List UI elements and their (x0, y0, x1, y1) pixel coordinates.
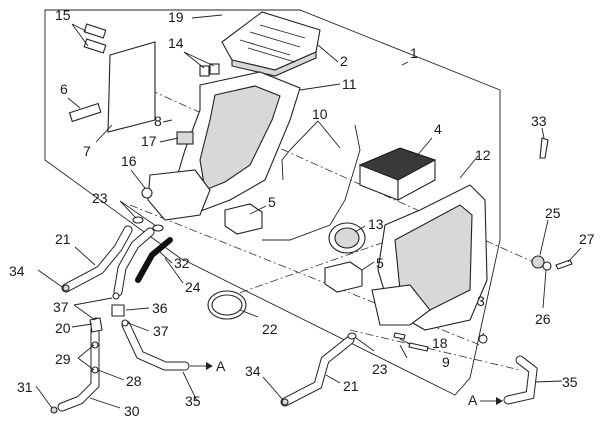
hose-35-left (121, 320, 190, 371)
callout-3: 3 (477, 293, 485, 309)
callout-23: 23 (92, 190, 108, 206)
callout-35: 35 (185, 393, 201, 409)
callout-11: 11 (342, 76, 357, 92)
callout-15: 15 (55, 7, 71, 23)
spring-clip (262, 124, 361, 241)
screw (393, 332, 406, 340)
alignment-line (129, 204, 481, 346)
callout-19: 19 (168, 9, 184, 25)
airbox-housing (147, 71, 301, 221)
bracket-bolt (539, 137, 549, 159)
hose-21-right (280, 335, 355, 407)
callout-1: 1 (410, 45, 418, 61)
callout-37: 37 (153, 323, 169, 339)
hose-32 (135, 237, 173, 283)
callout-34: 34 (245, 363, 261, 379)
callouts: 1 2 3 4 5 5 6 7 8 9 10 11 12 13 14 15 16… (9, 7, 595, 419)
elbow-fitting (89, 317, 103, 333)
callout-23: 23 (372, 361, 388, 377)
callout-6: 6 (60, 81, 68, 97)
callout-27: 27 (579, 231, 595, 247)
callout-5: 5 (268, 194, 276, 210)
callout-24: 24 (185, 279, 201, 295)
callout-12: 12 (475, 147, 491, 163)
bracket (176, 131, 194, 145)
callout-13: 13 (368, 216, 384, 232)
callout-35: 35 (562, 374, 578, 390)
air-filter (358, 147, 437, 201)
hose-24 (113, 227, 155, 297)
pads (83, 23, 107, 54)
callout-34: 34 (9, 263, 25, 279)
callout-29: 29 (55, 351, 71, 367)
callout-17: 17 (141, 133, 157, 149)
connector-label-inlet: A (468, 392, 478, 408)
callout-10: 10 (312, 106, 328, 122)
callout-16: 16 (121, 153, 137, 169)
callout-25: 25 (545, 205, 561, 221)
callout-32: 32 (174, 255, 190, 271)
connector-arrow-outlet: A (190, 358, 226, 374)
connector-label-outlet: A (216, 358, 226, 374)
filter-box (371, 184, 488, 331)
mount-fasteners (531, 255, 573, 271)
callout-22: 22 (262, 321, 278, 337)
callout-8: 8 (154, 113, 162, 129)
callout-2: 2 (340, 53, 348, 69)
clips (199, 63, 220, 77)
filter-plate (107, 41, 156, 133)
callout-30: 30 (124, 403, 140, 419)
t-fitting (111, 304, 125, 317)
callout-14: 14 (168, 35, 184, 51)
connector-arrow-inlet: A (468, 392, 503, 408)
callout-21: 21 (55, 231, 71, 247)
callout-5: 5 (376, 255, 384, 271)
small-plate (68, 102, 102, 123)
retaining-clip (478, 334, 488, 344)
callout-9: 9 (442, 354, 450, 370)
foam-block (224, 203, 363, 293)
callout-7: 7 (83, 143, 91, 159)
screw (408, 342, 429, 352)
airbox-lid (221, 11, 321, 77)
callout-18: 18 (432, 335, 448, 351)
hose-35-right (503, 355, 538, 405)
alignment-line (349, 329, 521, 371)
assembly-boundary (44, 9, 501, 396)
callout-31: 31 (17, 379, 33, 395)
hose-28-30 (57, 325, 100, 412)
callout-4: 4 (434, 121, 442, 137)
callout-21: 21 (343, 378, 359, 394)
callout-33: 33 (531, 113, 547, 129)
callout-36: 36 (152, 300, 168, 316)
callout-26: 26 (535, 311, 551, 327)
callout-37: 37 (53, 299, 69, 315)
alignment-line (224, 239, 391, 299)
hose-21-left (61, 225, 133, 293)
callout-20: 20 (55, 320, 71, 336)
grommet (141, 187, 153, 199)
callout-28: 28 (126, 373, 142, 389)
leader-lines (35, 14, 582, 409)
